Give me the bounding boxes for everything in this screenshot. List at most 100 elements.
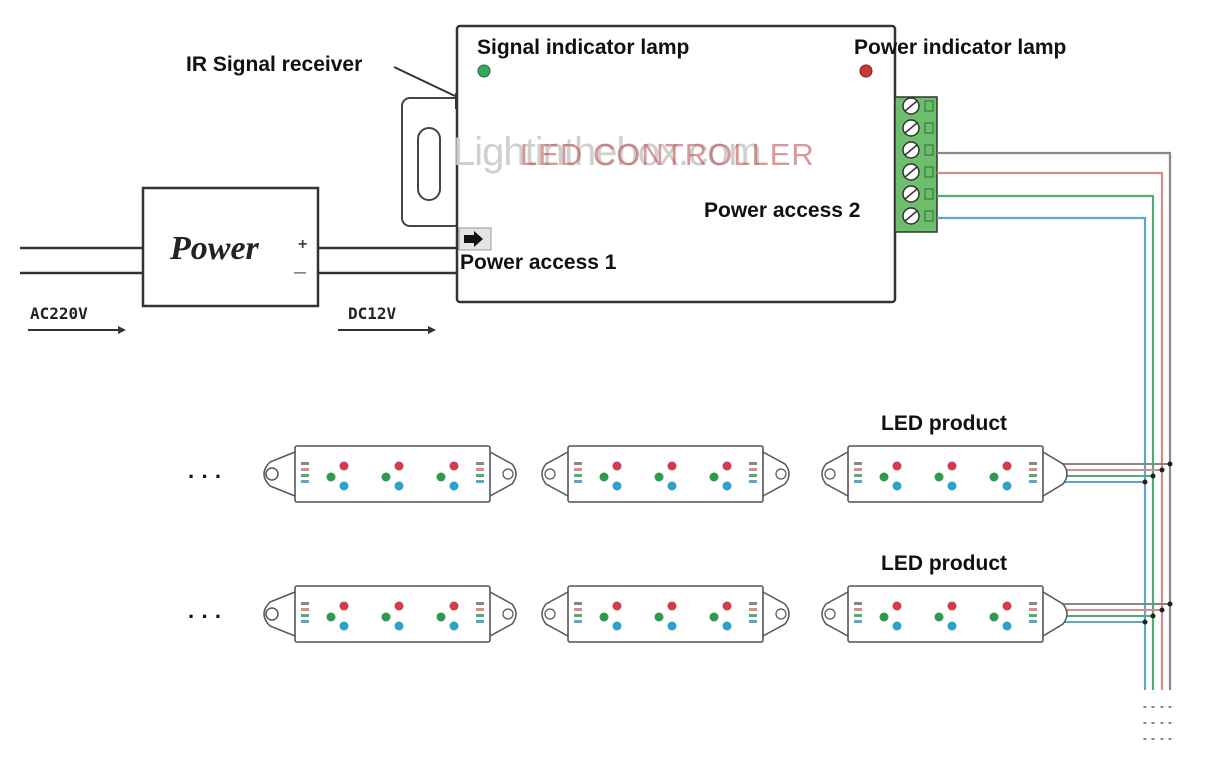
solder-pad (749, 608, 757, 611)
continuation-dot (1151, 722, 1155, 724)
led-green-icon (879, 612, 889, 622)
mounting-hole (502, 608, 514, 620)
solder-pad (574, 602, 582, 605)
led-red-icon (339, 601, 349, 611)
minus-sign: — (294, 265, 306, 279)
ellipsis-row-2: · · · (188, 604, 223, 629)
led-green-icon (654, 472, 664, 482)
led-red-icon (722, 461, 732, 471)
led-green-icon (326, 472, 336, 482)
mounting-hole (502, 468, 514, 480)
led-green-icon (934, 612, 944, 622)
ir-pointer-line (393, 66, 456, 97)
output-wire (937, 171, 1164, 690)
led-blue-icon (722, 621, 732, 631)
solder-pad (749, 614, 757, 617)
solder-pad (749, 480, 757, 483)
screw-slot (904, 188, 918, 200)
solder-pad (574, 608, 582, 611)
led-red-icon (612, 601, 622, 611)
right-arrow-icon (464, 231, 483, 247)
terminal-socket (924, 166, 934, 178)
led-product-label-1: LED product (881, 412, 1007, 435)
led-red-icon (339, 461, 349, 471)
led-red-icon (449, 601, 459, 611)
led-blue-icon (339, 481, 349, 491)
led-strips (263, 445, 1173, 643)
ac-input-label: AC220V (30, 304, 88, 323)
solder-pad (476, 462, 484, 465)
solder-pad (749, 474, 757, 477)
led-blue-icon (947, 481, 957, 491)
power-box-label: Power (170, 230, 259, 267)
solder-pad (854, 602, 862, 605)
led-red-icon (667, 601, 677, 611)
solder-pad (854, 462, 862, 465)
solder-pad (301, 620, 309, 623)
solder-pad (749, 602, 757, 605)
solder-pad (1029, 608, 1037, 611)
led-red-icon (1002, 461, 1012, 471)
signal-lamp-icon (477, 64, 491, 78)
led-blue-icon (612, 621, 622, 631)
screw-slot (904, 210, 918, 222)
dc-arrow (338, 326, 436, 334)
output-wire (937, 194, 1155, 690)
solder-pad (476, 614, 484, 617)
mounting-hole (824, 468, 836, 480)
continuation-dot (1143, 706, 1147, 708)
led-module (567, 445, 764, 503)
led-module (294, 585, 491, 643)
plus-sign: + (298, 236, 308, 253)
led-red-icon (892, 461, 902, 471)
strip-end-cap (1042, 451, 1068, 497)
solder-pad (574, 474, 582, 477)
led-green-icon (654, 612, 664, 622)
mounting-hole (544, 608, 556, 620)
mounting-hole (265, 607, 279, 621)
led-green-icon (879, 472, 889, 482)
continuation-dot (1168, 706, 1172, 708)
solder-pad (301, 462, 309, 465)
led-green-icon (326, 612, 336, 622)
solder-pad (574, 468, 582, 471)
led-green-icon (436, 472, 446, 482)
led-red-icon (947, 461, 957, 471)
solder-pad (854, 468, 862, 471)
mounting-hole (775, 468, 787, 480)
led-green-icon (599, 472, 609, 482)
solder-pad (1029, 462, 1037, 465)
led-green-icon (436, 612, 446, 622)
junction-dot (1150, 473, 1156, 479)
led-green-icon (599, 612, 609, 622)
led-green-icon (989, 472, 999, 482)
solder-pad (301, 480, 309, 483)
terminal-socket (924, 122, 934, 134)
strip-end-cap (263, 591, 296, 637)
led-blue-icon (449, 621, 459, 631)
led-red-icon (722, 601, 732, 611)
solder-pad (301, 474, 309, 477)
junction-dot (1142, 619, 1148, 625)
solder-pad (574, 480, 582, 483)
mounting-hole (265, 467, 279, 481)
led-red-icon (1002, 601, 1012, 611)
output-wire (937, 151, 1172, 690)
solder-pad (476, 468, 484, 471)
led-module (847, 585, 1044, 643)
continuation-dot (1160, 722, 1164, 724)
solder-pad (854, 620, 862, 623)
dc-output-label: DC12V (348, 304, 397, 323)
led-blue-icon (339, 621, 349, 631)
led-green-icon (934, 472, 944, 482)
ac-arrow (28, 326, 126, 334)
screw-slot (904, 100, 918, 112)
led-blue-icon (394, 621, 404, 631)
screw-slot (904, 166, 918, 178)
led-blue-icon (449, 481, 459, 491)
led-blue-icon (892, 621, 902, 631)
solder-pad (574, 614, 582, 617)
led-green-icon (381, 472, 391, 482)
solder-pad (301, 602, 309, 605)
